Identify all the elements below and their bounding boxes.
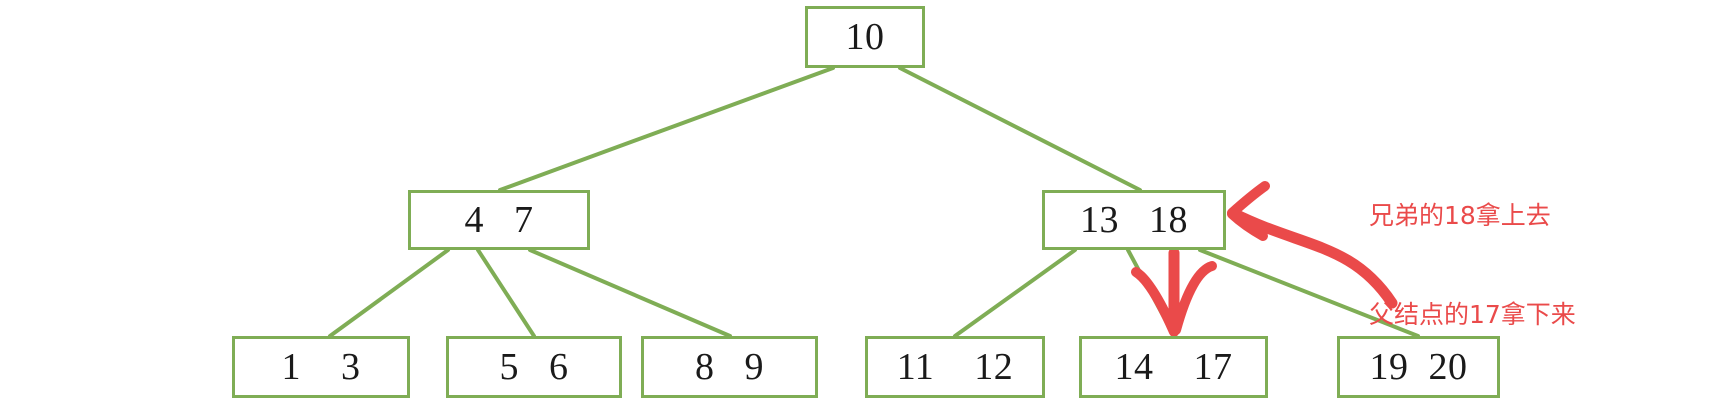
red-annotation-arrows-group xyxy=(1131,181,1398,337)
down-arrow-head-right xyxy=(1171,261,1217,335)
tree-edge xyxy=(953,248,1077,338)
node-keys-label: 11 12 xyxy=(896,346,1014,388)
tree-node-n-right: 13 18 xyxy=(1042,190,1226,250)
tree-edge xyxy=(476,248,536,338)
curved-arrow-head-upper xyxy=(1227,181,1270,218)
tree-node-leaf-1-3: 1 3 xyxy=(232,336,410,398)
tree-edge xyxy=(1198,248,1420,338)
node-keys-label: 1 3 xyxy=(281,346,361,388)
annotation-line-1: 兄弟的18拿上去 xyxy=(1369,201,1551,230)
down-arrow-head-left xyxy=(1131,267,1179,337)
annotation-note: 兄弟的18拿上去 父结点的17拿下来 xyxy=(1369,133,1576,364)
curved-arrow-body xyxy=(1227,207,1398,309)
tree-node-leaf-14-17: 14 17 xyxy=(1079,336,1268,398)
node-keys-label: 4 7 xyxy=(464,199,534,241)
tree-node-root: 10 xyxy=(805,6,925,68)
curved-arrow-head-lower xyxy=(1227,209,1268,241)
node-keys-label: 5 6 xyxy=(499,346,569,388)
annotation-line-2: 父结点的17拿下来 xyxy=(1369,300,1576,329)
tree-edges-group xyxy=(328,66,1420,338)
tree-node-leaf-19-20: 19 20 xyxy=(1337,336,1500,398)
tree-edge xyxy=(898,66,1142,192)
node-keys-label: 19 20 xyxy=(1369,346,1468,388)
node-keys-label: 13 18 xyxy=(1080,199,1188,241)
tree-node-leaf-11-12: 11 12 xyxy=(865,336,1045,398)
node-keys-label: 10 xyxy=(845,16,885,58)
tree-edge xyxy=(498,66,835,192)
tree-node-leaf-5-6: 5 6 xyxy=(446,336,622,398)
tree-edge xyxy=(328,248,450,338)
tree-node-leaf-8-9: 8 9 xyxy=(641,336,818,398)
node-keys-label: 14 17 xyxy=(1114,346,1233,388)
tree-node-n-left: 4 7 xyxy=(408,190,590,250)
node-keys-label: 8 9 xyxy=(695,346,764,388)
tree-edge xyxy=(528,248,732,338)
